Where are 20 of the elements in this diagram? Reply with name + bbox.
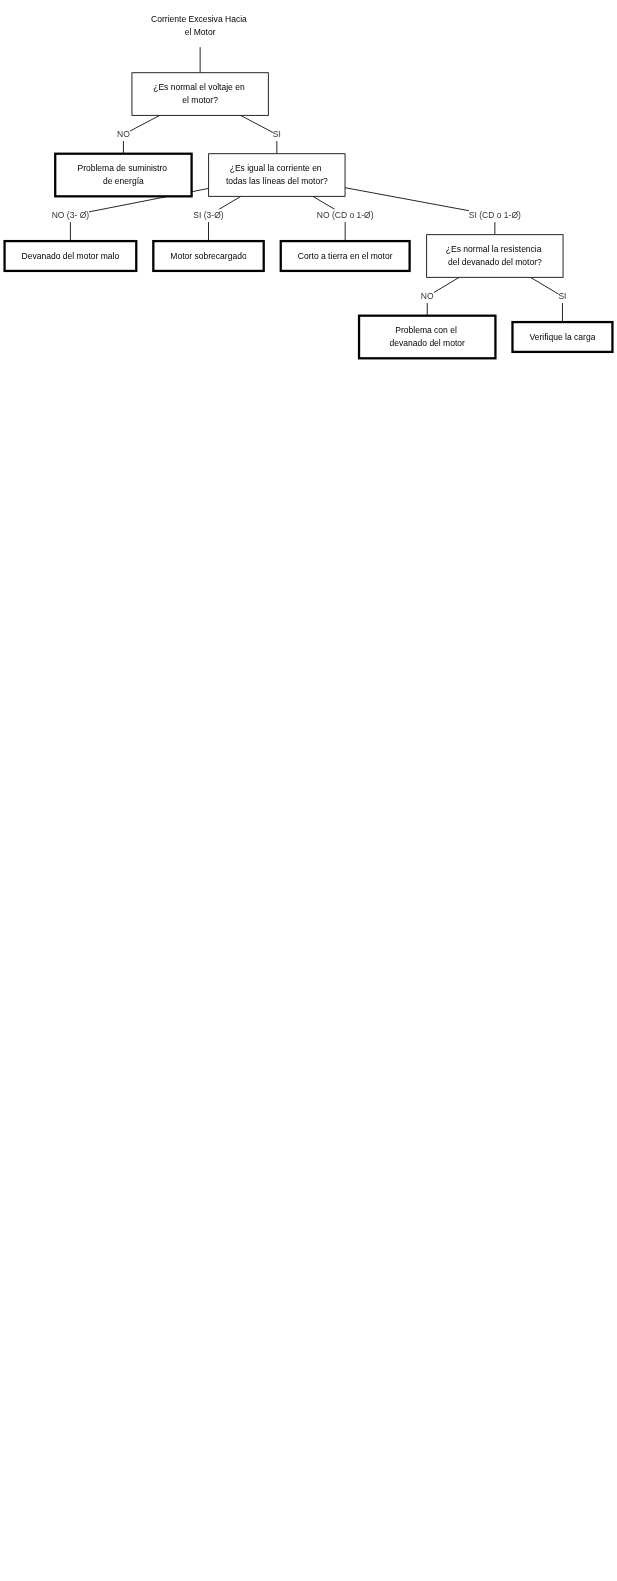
node-box: Verifique la carga [511, 320, 614, 354]
edge-label: NO (3- Ø) [51, 210, 90, 220]
edge-label: SI [558, 291, 567, 301]
edge-label: SI [272, 129, 281, 139]
edge-label: SI (3-Ø) [193, 210, 224, 220]
connector [199, 46, 201, 74]
node-box: Problema de suministro de energía [54, 152, 193, 198]
node-box: Motor sobrecargado [152, 239, 265, 273]
node-box: Problema con el devanado del motor [357, 314, 497, 360]
edge-label: SI (CD o 1-Ø) [468, 210, 521, 220]
node-text: Corriente Excesiva Hacia el Motor [151, 14, 247, 37]
node-box: ¿Es normal la resistencia del devanado del motor? [426, 234, 564, 278]
node-box: Corto a tierra en el motor [279, 239, 411, 273]
edge-label: NO (CD o 1-Ø) [316, 210, 374, 220]
node-box: ¿Es normal el voltaje en el motor? [131, 72, 269, 116]
node-box: Devanado del motor malo [3, 239, 138, 273]
connector [240, 114, 278, 155]
edge-label: NO [117, 129, 130, 139]
node-box: ¿Es igual la corriente en todas las líneas del motor? [208, 153, 346, 197]
edge-label: NO [420, 291, 434, 301]
